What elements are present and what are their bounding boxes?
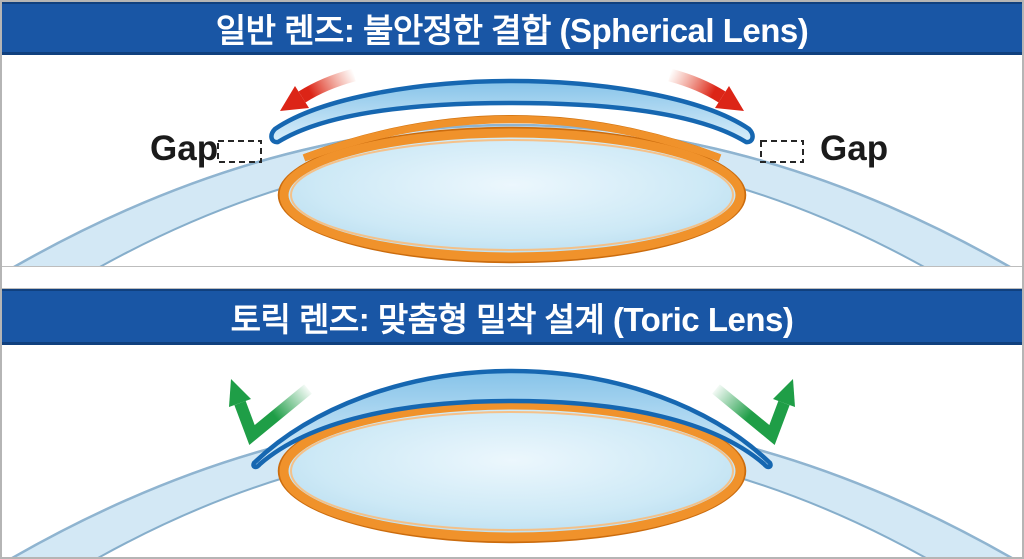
- eye-ellipse: [279, 400, 745, 542]
- red-slide-arrow-right-icon: [668, 68, 744, 111]
- toric-lens-panel: 토릭 렌즈: 맞춤형 밀착 설계 (Toric Lens): [2, 288, 1022, 557]
- green-check-arrow-right-icon: [712, 379, 795, 445]
- spherical-diagram-svg: [13, 68, 1011, 266]
- toric-diagram: [2, 345, 1022, 557]
- red-slide-arrow-left-icon: [280, 68, 356, 111]
- toric-diagram-svg: [11, 368, 1013, 557]
- tear-film-arc: [302, 115, 722, 162]
- spherical-panel-title: 일반 렌즈: 불안정한 결합 (Spherical Lens): [215, 12, 809, 49]
- spherical-lens-shape: [269, 78, 755, 145]
- eye-ring-inner-line: [290, 139, 734, 251]
- spherical-lens-panel: 일반 렌즈: 불안정한 결합 (Spherical Lens): [2, 2, 1022, 267]
- eye-ellipse: [279, 128, 745, 262]
- toric-panel-title: 토릭 렌즈: 맞춤형 밀착 설계 (Toric Lens): [230, 300, 794, 338]
- toric-lens-shape: [251, 368, 773, 470]
- spherical-panel-header: 일반 렌즈: 불안정한 결합 (Spherical Lens): [2, 2, 1022, 55]
- green-check-arrow-left-icon: [229, 379, 312, 445]
- gap-box-right: [760, 140, 804, 163]
- gap-box-left: [217, 140, 262, 163]
- gap-label-right: Gap: [820, 129, 889, 168]
- cornea-top-edge: [13, 123, 1011, 266]
- spherical-diagram: Gap Gap: [2, 55, 1022, 266]
- eye-ring-rim: [277, 126, 747, 264]
- eye-ring-inner-line: [290, 411, 734, 531]
- gap-label-left: Gap: [150, 129, 219, 168]
- toric-panel-header: 토릭 렌즈: 맞춤형 밀착 설계 (Toric Lens): [2, 289, 1022, 345]
